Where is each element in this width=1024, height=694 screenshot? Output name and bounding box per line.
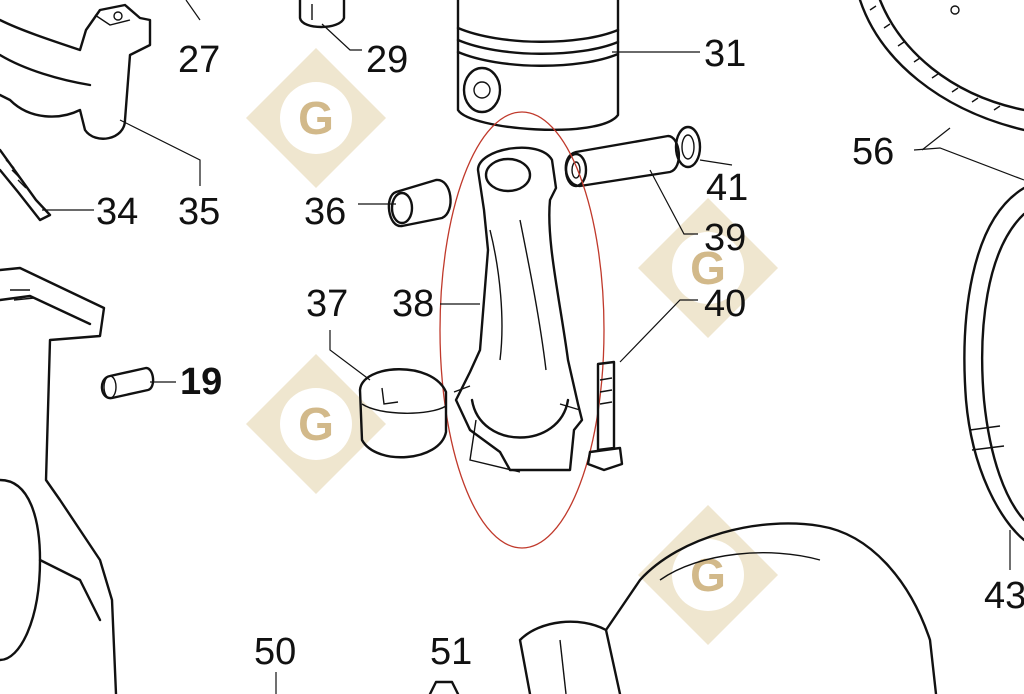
label-34: 34 bbox=[96, 191, 138, 233]
label-41: 41 bbox=[706, 167, 748, 209]
part-19-dowel-pin bbox=[100, 366, 155, 400]
part-41-circlip bbox=[674, 125, 702, 169]
label-19: 19 bbox=[180, 361, 222, 403]
label-27: 27 bbox=[178, 39, 220, 81]
part-40-rod-bolt bbox=[586, 360, 624, 472]
leader-lines bbox=[42, 0, 1024, 570]
crankshaft-section bbox=[518, 522, 938, 694]
label-38: 38 bbox=[392, 283, 434, 325]
callout-labels: 27 29 31 56 34 35 36 41 39 37 38 40 19 4… bbox=[96, 33, 1024, 673]
part-34-stud bbox=[0, 148, 52, 222]
label-56: 56 bbox=[852, 131, 894, 173]
part-29-bush bbox=[298, 0, 346, 29]
watermark-logo: G bbox=[638, 198, 778, 338]
part-36-small-end-bush bbox=[387, 178, 452, 228]
label-50: 50 bbox=[254, 631, 296, 673]
svg-text:G: G bbox=[298, 92, 334, 144]
label-43: 43 bbox=[984, 575, 1024, 617]
watermark-logo: G bbox=[246, 354, 386, 494]
label-29: 29 bbox=[366, 39, 408, 81]
label-51: 51 bbox=[430, 631, 472, 673]
label-36: 36 bbox=[304, 191, 346, 233]
part-39-piston-pin bbox=[564, 134, 680, 188]
label-31: 31 bbox=[704, 33, 746, 75]
label-37: 37 bbox=[306, 283, 348, 325]
label-35: 35 bbox=[178, 191, 220, 233]
part-56-flywheel bbox=[858, 0, 1024, 132]
label-40: 40 bbox=[704, 283, 746, 325]
svg-text:G: G bbox=[690, 549, 726, 601]
highlight-ring bbox=[439, 111, 605, 549]
part-38-connecting-rod[interactable] bbox=[453, 146, 584, 473]
part-51-stub bbox=[428, 680, 460, 694]
label-39: 39 bbox=[704, 217, 746, 259]
watermark-logo: G bbox=[246, 48, 386, 188]
svg-text:G: G bbox=[298, 398, 334, 450]
crankcase-block bbox=[0, 266, 118, 694]
svg-text:G: G bbox=[690, 242, 726, 294]
part-37-bearing-shell bbox=[358, 368, 448, 459]
part-31-piston bbox=[456, 0, 620, 132]
part-27-35-bearing-cap bbox=[0, 3, 152, 140]
part-43-seal bbox=[963, 186, 1024, 542]
watermark-logo: G bbox=[638, 505, 778, 645]
